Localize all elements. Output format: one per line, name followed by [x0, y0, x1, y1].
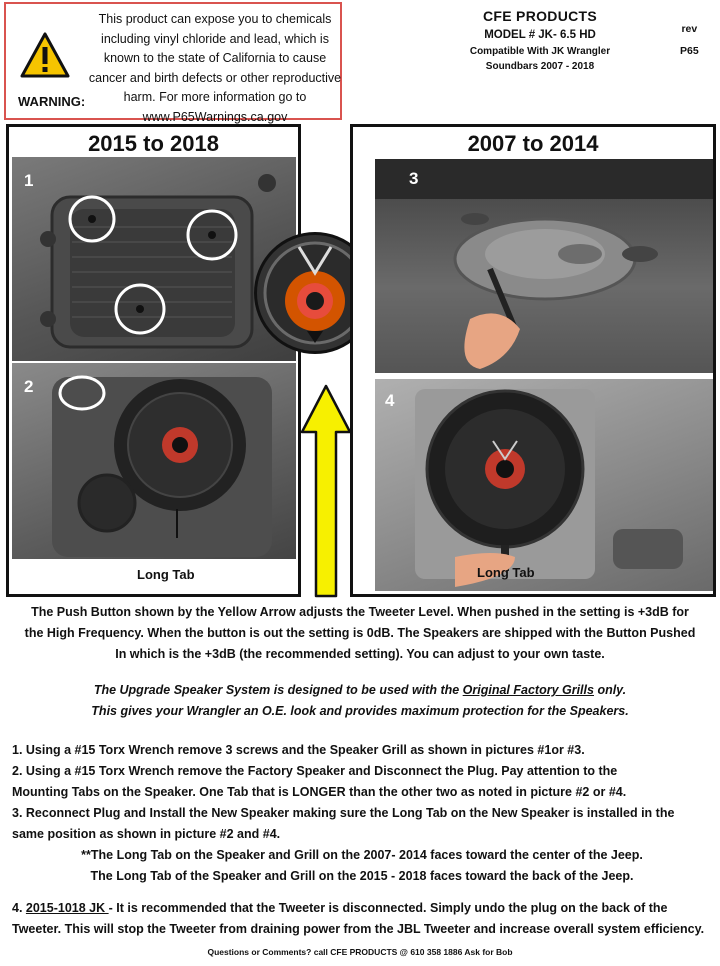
contact-footer: Questions or Comments? call CFE PRODUCTS… [207, 947, 513, 957]
step-4: 4. 2015-1018 JK - It is recommended that… [12, 901, 705, 936]
photo-number-2: 2 [24, 377, 34, 396]
photo-number-4: 4 [385, 391, 395, 410]
step-line: Mounting Tabs on the Speaker. One Tab th… [12, 785, 627, 799]
product-header: CFE PRODUCTS MODEL # JK- 6.5 HD Compatib… [440, 8, 640, 72]
company-name: CFE PRODUCTS [482, 8, 598, 24]
speaker-2-illustration [52, 375, 272, 557]
rev-code: P65 [680, 45, 699, 57]
step-line: 3. Reconnect Plug and Install the New Sp… [12, 806, 675, 820]
note-line: **The Long Tab on the Speaker and Grill … [81, 848, 643, 862]
yellow-arrow-icon [300, 384, 352, 598]
speaker-4-illustration [415, 389, 683, 587]
warning-label: WARNING: [18, 94, 86, 109]
push-button-paragraph: The Push Button shown by the Yellow Arro… [24, 605, 696, 661]
photo-3-grill-removal: 3 [375, 159, 713, 373]
grill-illustration [40, 174, 276, 349]
grill-removal-illustration [375, 159, 713, 369]
photo-2-speaker-installed: 2 [12, 363, 296, 559]
compatibility: Compatible With JK Wrangler [469, 46, 611, 57]
warning-triangle-icon [20, 32, 70, 78]
long-tab-caption-left: Long Tab [137, 567, 195, 582]
long-tab-caption-right: Long Tab [477, 565, 535, 580]
photo-1-grill: 1 [12, 157, 296, 361]
photo-number-1: 1 [24, 171, 34, 190]
step-line: 2. Using a #15 Torx Wrench remove the Fa… [12, 764, 618, 778]
panel-2007-2014: 2007 to 2014 3 4 Long Tab [350, 124, 716, 597]
upgrade-note: The Upgrade Speaker System is designed t… [91, 683, 629, 718]
photo-4-speaker-installed: 4 Long Tab [375, 379, 713, 591]
panel-title-right: 2007 to 2014 [467, 131, 599, 156]
step-line: 1. Using a #15 Torx Wrench remove 3 scre… [12, 743, 585, 757]
photo-number-3: 3 [409, 169, 419, 188]
revision-block: rev P65 [680, 18, 699, 62]
warning-text: This product can expose you to chemicals… [88, 12, 342, 124]
panel-2015-2018: 2015 to 2018 1 [6, 124, 301, 597]
part-number: 2015-1018 JK [25, 901, 109, 915]
note-line: The Long Tab of the Speaker and Grill on… [90, 869, 634, 883]
rev-label: rev [681, 23, 698, 35]
install-steps: 1. Using a #15 Torx Wrench remove 3 scre… [12, 740, 712, 887]
panel-title-left: 2015 to 2018 [88, 131, 219, 156]
product-line: Soundbars 2007 - 2018 [485, 61, 595, 72]
speaker-icon [263, 241, 367, 345]
warning-box: WARNING: This product can expose you to … [4, 2, 342, 124]
step-line: same position as shown in picture #2 and… [12, 827, 281, 841]
model-number: MODEL # JK- 6.5 HD [484, 29, 596, 41]
original-grills-text: Original Factory Grills [462, 683, 594, 697]
